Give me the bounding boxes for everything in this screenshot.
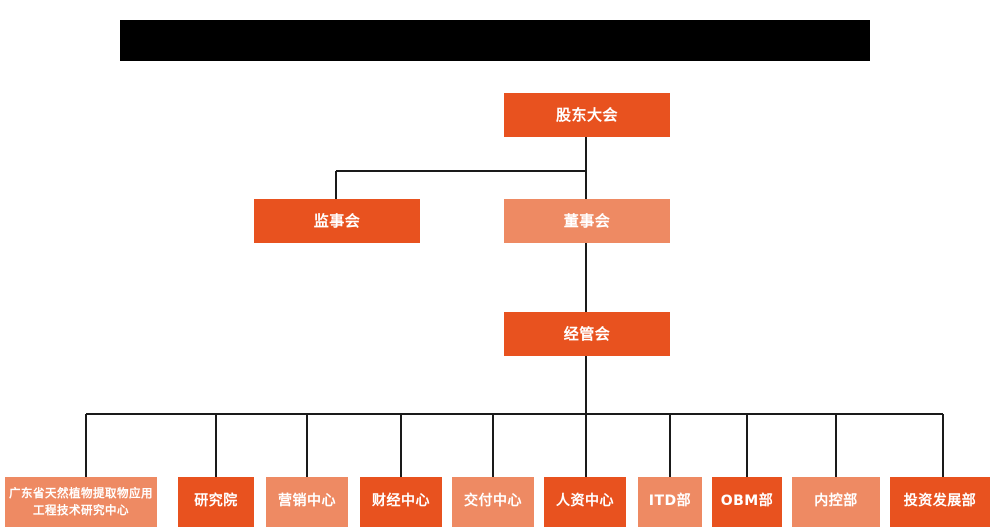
org-node-label-board-of-supervisors: 监事会 [313,211,361,230]
redacted-title-bar [120,20,870,61]
org-node-label-internal-control-department: 内控部 [814,493,858,510]
org-node-label-shareholders-meeting: 股东大会 [555,105,618,124]
org-node-internal-control-department[interactable]: 内控部 [792,477,880,527]
org-node-marketing-center[interactable]: 营销中心 [266,477,348,527]
org-node-label-human-resources-center: 人资中心 [556,493,614,510]
org-node-label-obm-department: OBM部 [720,493,774,510]
org-node-label-board-of-directors: 董事会 [563,211,611,230]
org-node-label-research-institute: 研究院 [194,493,238,510]
org-node-finance-center[interactable]: 财经中心 [360,477,442,527]
org-node-label-investment-development-dept: 投资发展部 [903,493,977,510]
org-node-delivery-center[interactable]: 交付中心 [452,477,534,527]
org-node-label-itd-department: ITD部 [648,493,692,510]
org-node-label-finance-center: 财经中心 [372,493,430,510]
org-node-research-institute[interactable]: 研究院 [178,477,254,527]
org-node-board-of-supervisors[interactable]: 监事会 [254,199,420,243]
org-node-engineering-research-center[interactable]: 广东省天然植物提取物应用工程技术研究中心 [5,477,157,527]
org-node-label-management-committee: 经管会 [563,324,611,343]
org-node-itd-department[interactable]: ITD部 [638,477,702,527]
org-node-label-delivery-center: 交付中心 [464,493,522,510]
org-node-obm-department[interactable]: OBM部 [712,477,782,527]
org-node-human-resources-center[interactable]: 人资中心 [544,477,626,527]
org-node-label-engineering-research-center: 广东省天然植物提取物应用工程技术研究中心 [9,486,153,517]
org-node-board-of-directors[interactable]: 董事会 [504,199,670,243]
org-node-label-marketing-center: 营销中心 [278,493,336,510]
org-node-shareholders-meeting[interactable]: 股东大会 [504,93,670,137]
org-node-investment-development-dept[interactable]: 投资发展部 [890,477,990,527]
org-node-management-committee[interactable]: 经管会 [504,312,670,356]
